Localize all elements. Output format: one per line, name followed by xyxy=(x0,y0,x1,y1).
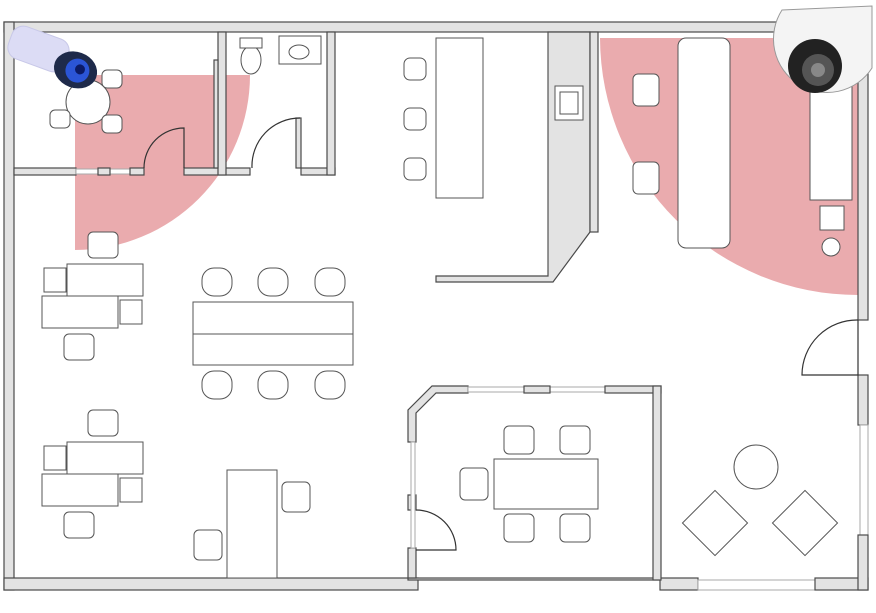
walls xyxy=(3,21,869,591)
dome-camera-icon[interactable] xyxy=(772,5,873,94)
doors xyxy=(143,117,859,551)
bullet-camera-icon[interactable] xyxy=(2,23,105,95)
furniture xyxy=(41,35,853,579)
